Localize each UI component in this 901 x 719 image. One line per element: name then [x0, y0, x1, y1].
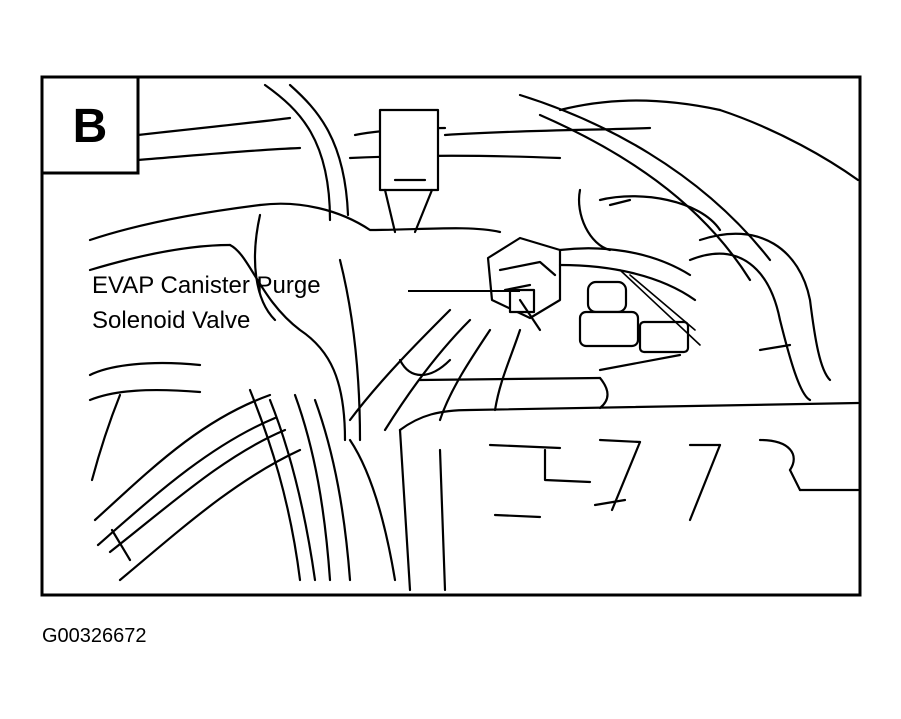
solenoid-valve	[486, 236, 701, 354]
valve-cover	[398, 401, 860, 592]
figure-id: G00326672	[42, 625, 147, 647]
top-connector	[378, 108, 440, 234]
panel-label-box	[40, 75, 140, 175]
diagram-frame	[40, 75, 862, 597]
central-hose	[88, 202, 502, 442]
right-hoses	[577, 188, 832, 402]
callout-label-line2: Solenoid Valve	[92, 307, 250, 334]
lower-middle-hoses	[348, 308, 682, 582]
callout-label-line1: EVAP Canister Purge	[92, 272, 321, 299]
panel-label: B	[73, 100, 108, 153]
left-wire-bundle	[88, 361, 352, 582]
